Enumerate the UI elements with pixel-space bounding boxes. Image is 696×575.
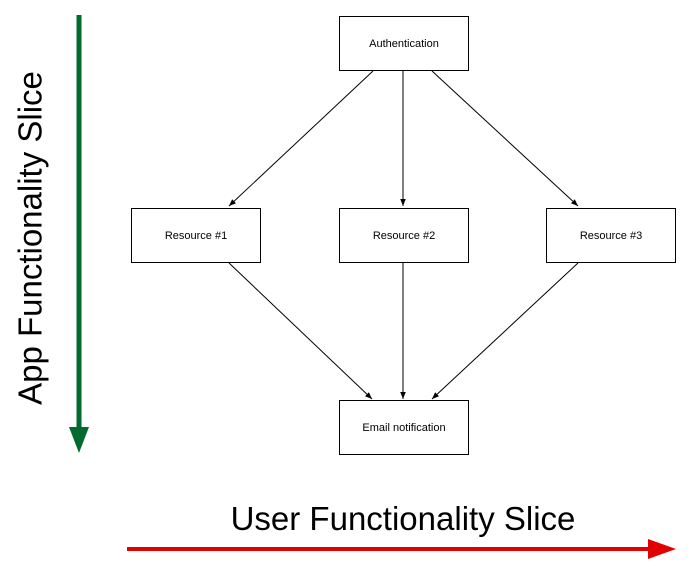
node-resource-1-label: Resource #1: [165, 230, 227, 242]
user-functionality-label: User Functionality Slice: [231, 500, 576, 537]
app-functionality-label: App Functionality Slice: [12, 71, 49, 405]
node-authentication-label: Authentication: [369, 38, 439, 50]
edge-resource1-to-email: [228, 262, 373, 400]
node-resource-2: Resource #2: [339, 208, 469, 263]
node-resource-3: Resource #3: [546, 208, 676, 263]
node-email-notification: Email notification: [339, 400, 469, 455]
node-authentication: Authentication: [339, 16, 469, 71]
node-resource-2-label: Resource #2: [373, 230, 435, 242]
edge-auth-to-resource3: [431, 70, 579, 207]
edges: [228, 70, 579, 400]
app-axis-arrowhead: [69, 427, 89, 453]
edge-auth-to-resource1: [228, 70, 374, 207]
node-resource-1: Resource #1: [131, 208, 261, 263]
node-email-notification-label: Email notification: [362, 422, 445, 434]
user-functionality-axis: [127, 539, 676, 559]
edge-resource3-to-email: [431, 262, 579, 400]
app-functionality-axis: [69, 15, 89, 453]
user-axis-arrowhead: [648, 539, 676, 559]
node-resource-3-label: Resource #3: [580, 230, 642, 242]
